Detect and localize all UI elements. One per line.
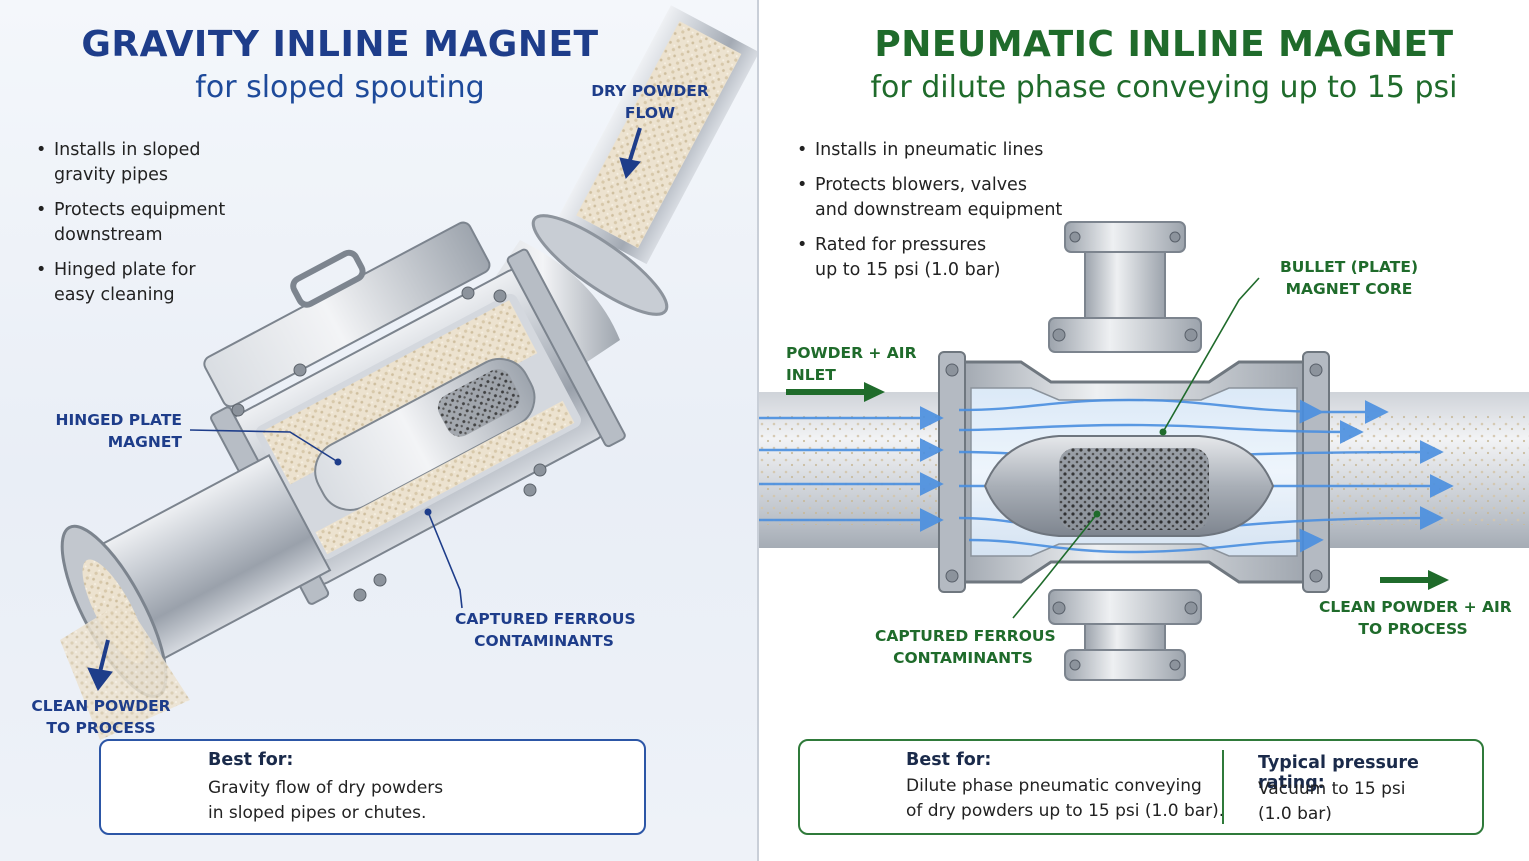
- inlet-arrow: [786, 382, 885, 402]
- inlet-pipe: [558, 5, 757, 265]
- magnet-housing: [203, 221, 626, 605]
- captured-leader-line: [1012, 513, 1098, 619]
- panel-divider: [757, 0, 759, 861]
- gravity-magnet-illustration: [60, 5, 757, 820]
- right-best-heading: Best for:: [906, 750, 992, 770]
- pressure-rating-text: Vacuum to 15 psi(1.0 bar): [1258, 779, 1406, 824]
- gravity-magnet-panel: GRAVITY INLINE MAGNET for sloped spoutin…: [0, 0, 757, 861]
- outlet-powder-stream: [60, 600, 190, 740]
- outlet-arrow: [1380, 570, 1449, 590]
- right-title: PNEUMATIC INLINE MAGNET: [874, 24, 1454, 65]
- right-best-for-box: Best for: Dilute phase pneumatic conveyi…: [798, 739, 1484, 835]
- captured-contaminants: [1059, 448, 1209, 530]
- right-bullets: Installs in pneumatic lines Protects blo…: [797, 138, 1062, 293]
- bullet-magnet-core-label: BULLET (PLATE)MAGNET CORE: [1279, 258, 1419, 298]
- hinged-leader-line: [189, 429, 339, 463]
- pressure-rating-heading: Typical pressure rating:: [1258, 753, 1419, 793]
- left-title: GRAVITY INLINE MAGNET: [81, 24, 599, 65]
- right-subtitle: for dilute phase conveying up to 15 psi: [870, 70, 1458, 105]
- best-box-divider: [1222, 750, 1224, 824]
- left-subtitle: for sloped spouting: [195, 70, 485, 105]
- pneumatic-magnet-illustration: [759, 221, 1529, 820]
- pneumatic-magnet-panel: PNEUMATIC INLINE MAGNET for dilute phase…: [759, 0, 1529, 861]
- left-best-heading: Best for:: [208, 750, 294, 770]
- dry-powder-flow-arrow: [619, 127, 642, 180]
- lid-handle: [290, 249, 366, 308]
- captured-leader-line: [427, 511, 463, 609]
- right-bullet-1: Installs in pneumatic lines: [797, 138, 1062, 163]
- bullet-leader-line: [1162, 277, 1260, 433]
- clean-powder-arrow: [87, 639, 113, 691]
- ferrous-contaminants: [437, 369, 520, 437]
